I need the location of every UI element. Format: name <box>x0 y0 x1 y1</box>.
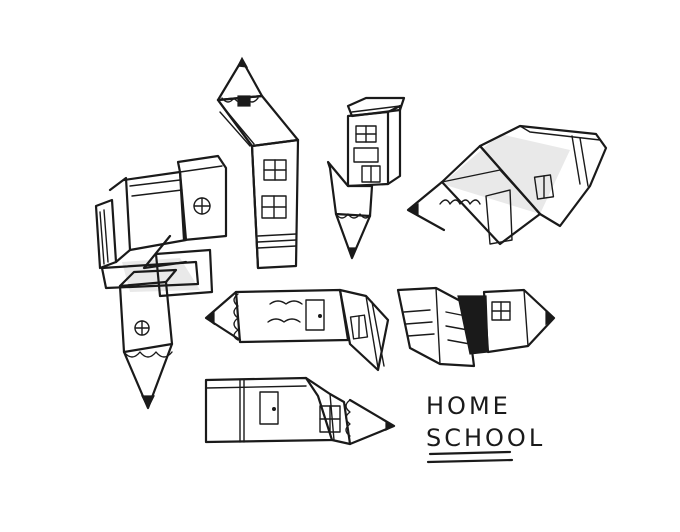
caption-home: HOME <box>426 392 511 420</box>
caption-school: SCHOOL <box>426 424 545 452</box>
home-school-caption: HOME SCHOOL <box>426 392 545 464</box>
caption-underline-2 <box>426 458 514 464</box>
pencil-house-book-stack <box>94 154 228 410</box>
pencil-house-vertical <box>216 56 300 270</box>
pencil-house-horizontal-middle <box>204 288 390 372</box>
caption-underline-1 <box>428 450 512 456</box>
pencil-house-horizontal-bottom <box>204 376 396 446</box>
pencil-house-small-down <box>326 96 406 260</box>
pencil-house-angled-right <box>406 124 608 246</box>
pencil-house-open-book <box>396 286 556 368</box>
